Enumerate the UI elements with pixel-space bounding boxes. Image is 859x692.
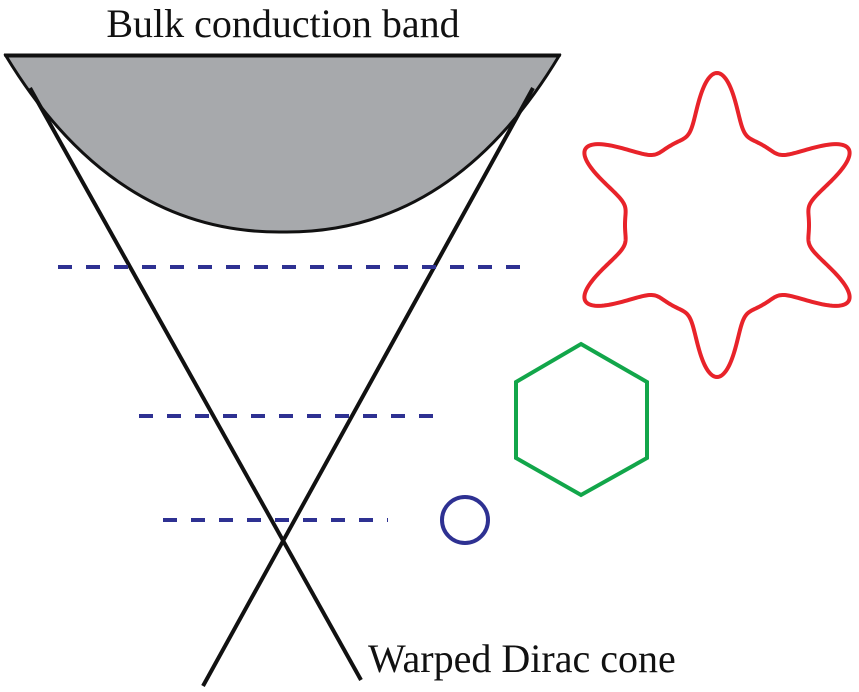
bulk-conduction-band-label: Bulk conduction band — [106, 1, 459, 46]
hexagonal-contour — [514, 341, 649, 498]
warped-dirac-cone-label: Warped Dirac cone — [368, 636, 676, 681]
circular-contour — [440, 495, 490, 545]
bulk-conduction-band-shape — [3, 54, 562, 234]
snowflake-contour — [582, 70, 852, 380]
dirac-cone-right-line — [201, 87, 535, 687]
dirac-cone-left-line — [28, 87, 363, 681]
